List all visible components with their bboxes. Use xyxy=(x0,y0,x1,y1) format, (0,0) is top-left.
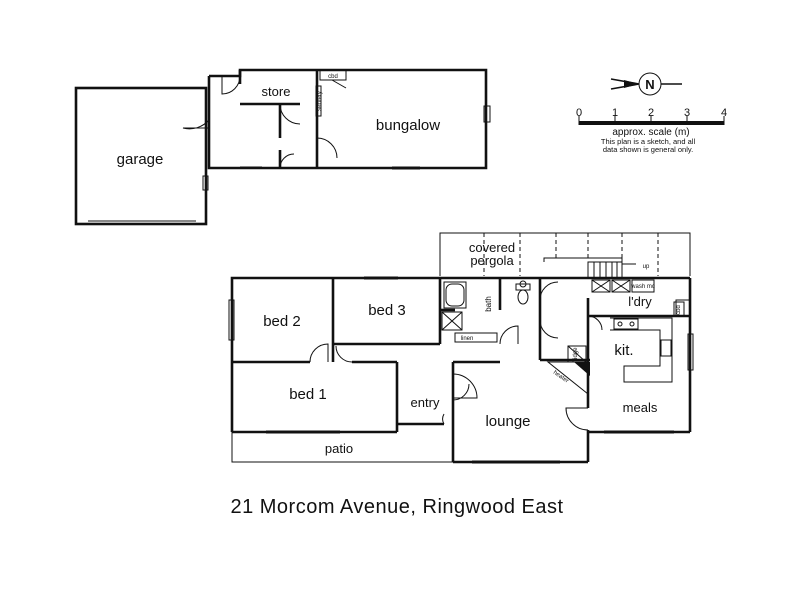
scale-bar: 0 1 2 3 4 approx. scale (m) This plan is… xyxy=(576,107,727,154)
bungalow-label: bungalow xyxy=(376,117,440,134)
kitchen-label: kit. xyxy=(614,342,633,359)
pergola-label-1: covered xyxy=(469,240,515,255)
entry-label: entry xyxy=(411,395,440,410)
bed2-label: bed 2 xyxy=(263,313,301,330)
address-title: 21 Morcom Avenue, Ringwood East xyxy=(230,496,563,518)
covered-pergola: covered pergola up xyxy=(439,232,691,279)
stairs: up xyxy=(543,257,650,279)
scale-tick-3: 3 xyxy=(684,107,690,119)
compass: N xyxy=(610,72,682,96)
laundry-label: l'dry xyxy=(628,294,652,309)
servery-label: servery xyxy=(317,91,323,111)
bed1-label: bed 1 xyxy=(289,386,327,403)
scale-tick-2: 2 xyxy=(648,107,654,119)
meals-label: meals xyxy=(623,400,658,415)
disclaimer-line-2: data shown is general only. xyxy=(603,145,693,154)
patio-label: patio xyxy=(325,441,353,456)
scale-tick-0: 0 xyxy=(576,107,582,119)
linen-label: linen xyxy=(461,336,474,342)
bungalow-block: store bungalow cbd servery xyxy=(182,68,491,170)
scale-tick-4: 4 xyxy=(721,107,727,119)
fridge-label: fridge xyxy=(573,347,579,363)
bed3-label: bed 3 xyxy=(368,302,406,319)
store-label: store xyxy=(262,84,291,99)
lounge-label: lounge xyxy=(485,413,530,430)
scale-label: approx. scale (m) xyxy=(612,127,689,138)
bath-label: bath xyxy=(484,296,493,312)
pergola-label-2: pergola xyxy=(470,253,514,268)
garage-label: garage xyxy=(117,151,164,168)
scale-tick-1: 1 xyxy=(612,107,618,119)
north-label: N xyxy=(645,77,654,92)
cbd-small-label: cbd xyxy=(676,305,682,315)
cbd-label: cbd xyxy=(328,74,338,80)
main-house: bed 2 bed 3 bed 1 bath linen wash mc l'd… xyxy=(228,276,694,464)
garage: garage xyxy=(74,86,209,226)
disclaimer-line-1: This plan is a sketch, and all xyxy=(601,137,696,146)
washmc-label: wash mc xyxy=(630,284,655,290)
stairs-up-label: up xyxy=(643,264,650,270)
